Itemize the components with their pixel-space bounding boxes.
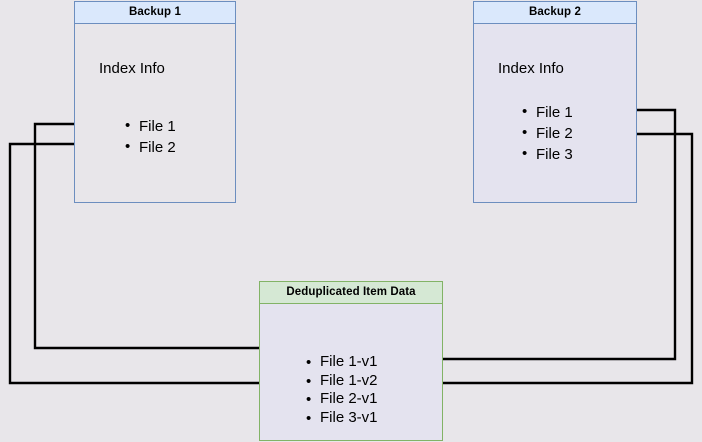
node-deduplicated-item-data-body: File 1-v1 File 1-v2 File 2-v1 File 3-v1 — [260, 304, 442, 440]
list-item: File 3-v1 — [304, 408, 378, 428]
list-item: File 1 — [123, 115, 176, 137]
list-item: File 1-v1 — [304, 352, 378, 372]
node-backup-1-title: Backup 1 — [75, 2, 235, 24]
list-item: File 2 — [123, 136, 176, 158]
dedup-file-list: File 1-v1 File 1-v2 File 2-v1 File 3-v1 — [304, 352, 378, 428]
backup-1-file-list: File 1 File 2 — [123, 115, 176, 158]
list-item: File 1 — [520, 101, 573, 123]
backup-2-index-info-label: Index Info — [498, 60, 564, 77]
list-item: File 1-v2 — [304, 371, 378, 391]
list-item: File 2 — [520, 122, 573, 144]
node-backup-2-title: Backup 2 — [474, 2, 636, 24]
node-backup-2-body: Index Info File 1 File 2 File 3 — [474, 24, 636, 202]
backup-2-file-list: File 1 File 2 File 3 — [520, 101, 573, 165]
list-item: File 2-v1 — [304, 389, 378, 409]
node-backup-1-body: Index Info File 1 File 2 — [75, 24, 235, 202]
node-deduplicated-item-data[interactable]: Deduplicated Item Data File 1-v1 File 1-… — [259, 281, 443, 441]
node-backup-2[interactable]: Backup 2 Index Info File 1 File 2 File 3 — [473, 1, 637, 203]
node-deduplicated-item-data-title: Deduplicated Item Data — [260, 282, 442, 304]
backup-1-index-info-label: Index Info — [99, 60, 165, 77]
list-item: File 3 — [520, 143, 573, 165]
node-backup-1[interactable]: Backup 1 Index Info File 1 File 2 — [74, 1, 236, 203]
